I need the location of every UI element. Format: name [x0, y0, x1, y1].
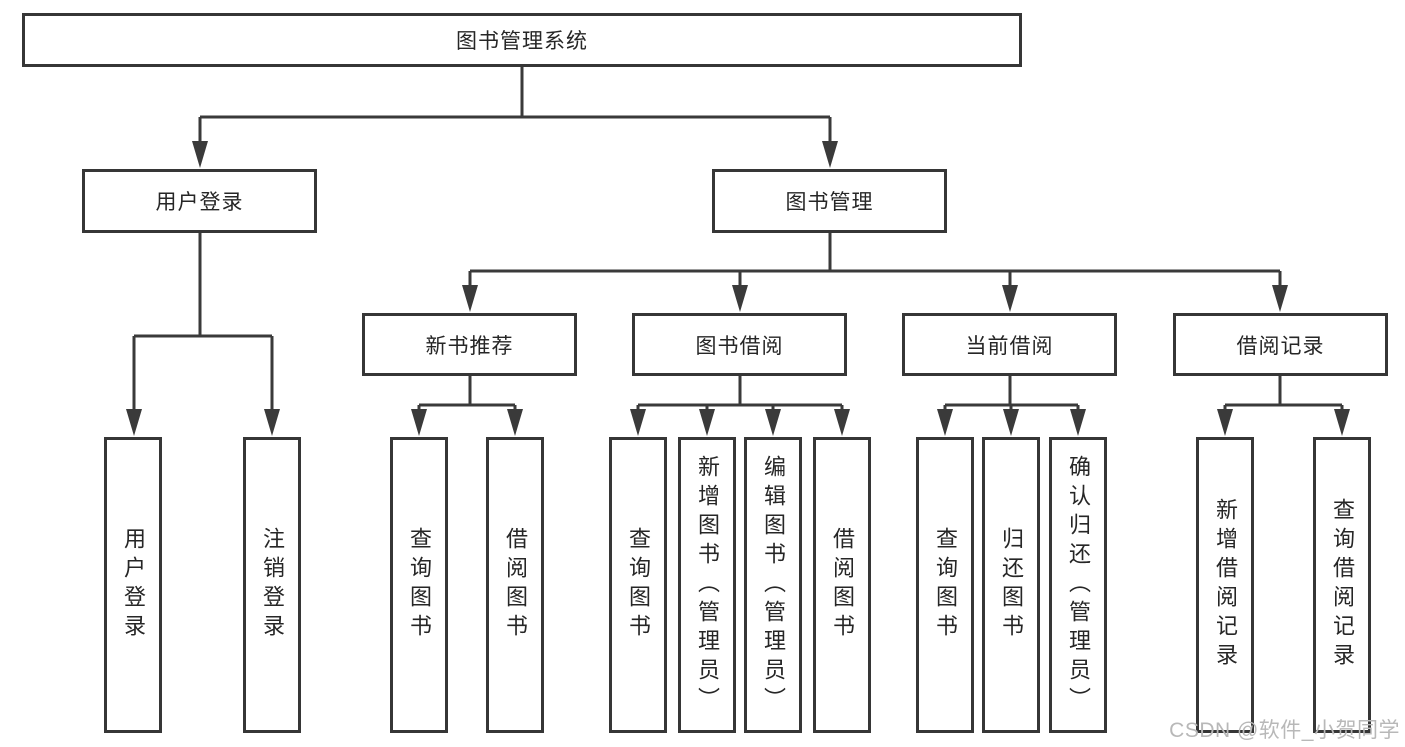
tree-edges [132, 67, 1344, 411]
node-leaf-recommend-query-books: 查询图书 [390, 437, 448, 733]
node-book-management-system: 图书管理系统 [22, 13, 1022, 67]
node-new-book-recommend: 新书推荐 [362, 313, 577, 376]
node-leaf-records-add-borrow-record: 新增借阅记录 [1196, 437, 1254, 733]
node-leaf-current-confirm-return-admin: 确认归还（管理员） [1049, 437, 1107, 733]
node-user-login: 用户登录 [82, 169, 317, 233]
node-book-borrowing: 图书借阅 [632, 313, 847, 376]
node-borrowing-records: 借阅记录 [1173, 313, 1388, 376]
node-leaf-user-login: 用户登录 [104, 437, 162, 733]
node-current-borrowing: 当前借阅 [902, 313, 1117, 376]
node-leaf-borrowing-query-books: 查询图书 [609, 437, 667, 733]
node-leaf-borrowing-borrow-books: 借阅图书 [813, 437, 871, 733]
node-leaf-borrowing-add-books-admin: 新增图书（管理员） [678, 437, 736, 733]
node-book-management: 图书管理 [712, 169, 947, 233]
node-leaf-logout: 注销登录 [243, 437, 301, 733]
arrowheads [126, 141, 1350, 436]
node-leaf-current-return-books: 归还图书 [982, 437, 1040, 733]
node-leaf-recommend-borrow-books: 借阅图书 [486, 437, 544, 733]
csdn-watermark: CSDN @软件_小贺同学 [1169, 719, 1400, 742]
node-leaf-current-query-books: 查询图书 [916, 437, 974, 733]
node-leaf-records-query-borrow-record: 查询借阅记录 [1313, 437, 1371, 733]
node-leaf-borrowing-edit-books-admin: 编辑图书（管理员） [744, 437, 802, 733]
